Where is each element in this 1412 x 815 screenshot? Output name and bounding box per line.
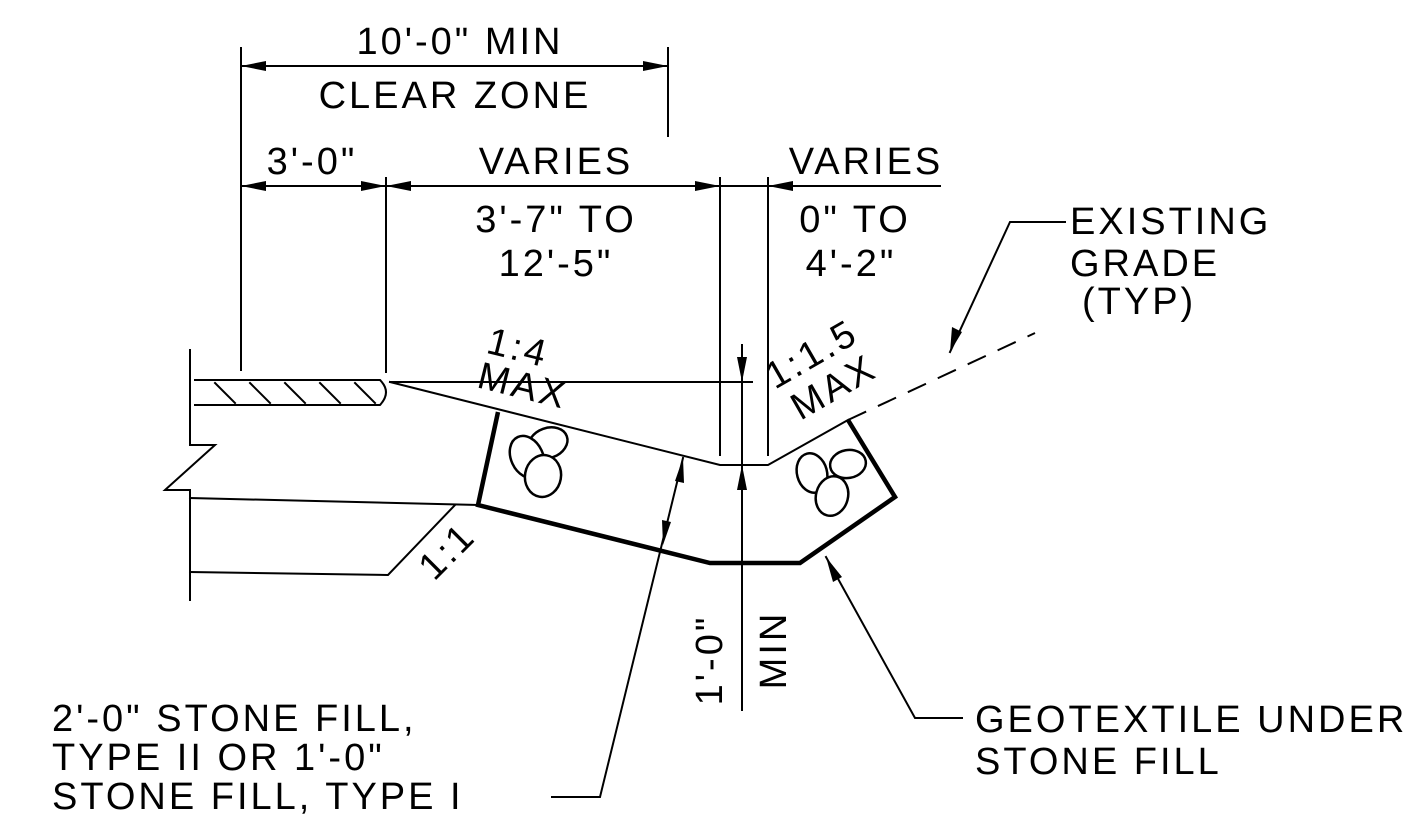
geotextile-label-1: GEOTEXTILE UNDER	[975, 699, 1407, 741]
geotextile-leader	[824, 555, 963, 719]
ditch-width-dimension	[719, 177, 941, 456]
subbase-lines	[188, 496, 480, 577]
geotextile-label-2: STONE FILL	[975, 741, 1222, 783]
stone-fill-label-3: STONE FILL, TYPE I	[52, 776, 464, 815]
stone-fill-outline	[475, 411, 899, 566]
subgrade-ratio-label: 1:1	[411, 515, 484, 588]
shoulder-width-label: 3'-0"	[267, 141, 358, 183]
foreslope-max-label: MAX	[473, 355, 572, 418]
existing-grade-line	[847, 332, 1036, 421]
clear-zone-label: CLEAR ZONE	[319, 75, 592, 117]
ditch-range-label-2: 4'-2"	[806, 243, 897, 285]
foreslope-width-dimension	[385, 177, 721, 456]
stone-cluster-right	[795, 448, 868, 518]
stone-depth-label-2: MIN	[753, 611, 795, 690]
clear-zone-min-label: 10'-0" MIN	[356, 21, 563, 63]
stone-depth-label-1: 1'-0"	[689, 615, 731, 706]
pavement-hatch	[194, 379, 387, 406]
stone-fill-label-2: TYPE II OR 1'-0"	[52, 737, 385, 779]
existing-grade-leader	[948, 221, 1066, 354]
ditch-varies-label: VARIES	[789, 141, 944, 183]
clear-zone-dimension	[240, 47, 669, 371]
depth-dimension	[731, 344, 753, 711]
foreslope-range-label-2: 12'-5"	[499, 243, 614, 285]
foreslope-range-label-1: 3'-7" TO	[475, 199, 637, 241]
existing-grade-label-2: GRADE	[1070, 243, 1220, 285]
shoulder-dimension	[240, 177, 387, 373]
stone-fill-leader	[551, 456, 685, 798]
stone-cluster-left	[508, 426, 569, 499]
ditch-range-label-1: 0" TO	[799, 199, 911, 241]
foreslope-varies-label: VARIES	[479, 141, 634, 183]
stone-fill-label-1: 2'-0" STONE FILL,	[52, 698, 417, 740]
existing-grade-label-3: (TYP)	[1082, 281, 1196, 323]
existing-grade-label-1: EXISTING	[1070, 201, 1271, 243]
roadway-edge	[162, 349, 218, 601]
